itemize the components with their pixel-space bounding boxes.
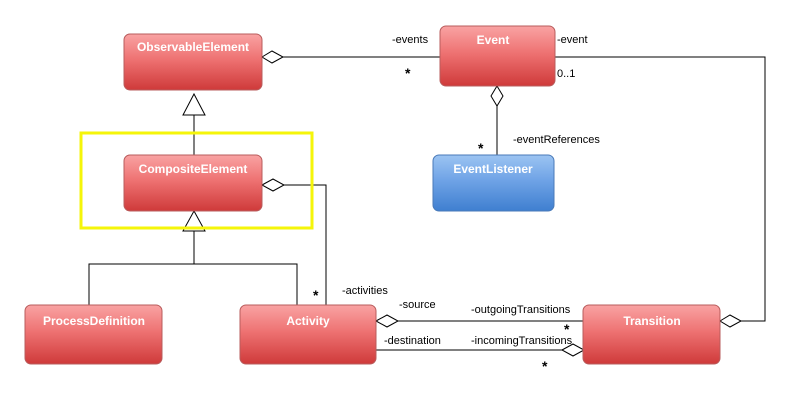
class-observable-element[interactable]: ObservableElement	[123, 33, 263, 91]
generalization-arrow-observable	[182, 92, 206, 116]
activities-multiplicity: *	[313, 287, 319, 303]
generalization-arrow-composite	[182, 209, 206, 232]
event-transition-line	[555, 56, 766, 322]
class-observable-element-label: ObservableElement	[137, 40, 249, 54]
class-event-listener[interactable]: EventListener	[432, 154, 555, 212]
event-references-multiplicity: *	[478, 140, 484, 156]
incoming-transitions-role-label: -incomingTransitions	[471, 335, 573, 347]
transition-aggregation-diamond	[719, 314, 743, 328]
class-process-definition-label: ProcessDefinition	[43, 314, 145, 328]
activities-role-label: -activities	[342, 285, 388, 297]
event-aggregation-diamond	[490, 85, 504, 107]
process-generalization-line	[88, 263, 298, 305]
class-event-label: Event	[477, 33, 510, 47]
class-event[interactable]: Event	[439, 25, 556, 87]
class-activity[interactable]: Activity	[239, 304, 377, 365]
events-multiplicity: *	[405, 65, 411, 81]
class-transition[interactable]: Transition	[582, 304, 721, 365]
class-event-listener-label: EventListener	[453, 162, 533, 176]
composite-highlight-box	[79, 131, 314, 230]
source-role-label: -source	[399, 299, 436, 311]
class-transition-label: Transition	[623, 314, 680, 328]
events-role-label: -events	[392, 34, 429, 46]
activity-aggregation-diamond	[374, 314, 400, 328]
activities-association-line	[284, 184, 327, 305]
class-process-definition[interactable]: ProcessDefinition	[24, 304, 163, 365]
destination-role-label: -destination	[384, 335, 441, 347]
incoming-transitions-multiplicity: *	[542, 358, 548, 374]
outgoing-transitions-multiplicity: *	[564, 321, 570, 337]
observable-aggregation-diamond	[261, 50, 285, 64]
composite-aggregation-diamond	[260, 178, 286, 192]
class-composite-element-label: CompositeElement	[139, 162, 248, 176]
outgoing-transitions-role-label: -outgoingTransitions	[471, 304, 571, 316]
event-multiplicity: 0..1	[557, 68, 575, 80]
event-references-role-label: -eventReferences	[513, 134, 600, 146]
event-role-label: -event	[557, 34, 588, 46]
class-activity-label: Activity	[286, 314, 330, 328]
class-composite-element[interactable]: CompositeElement	[123, 154, 263, 212]
